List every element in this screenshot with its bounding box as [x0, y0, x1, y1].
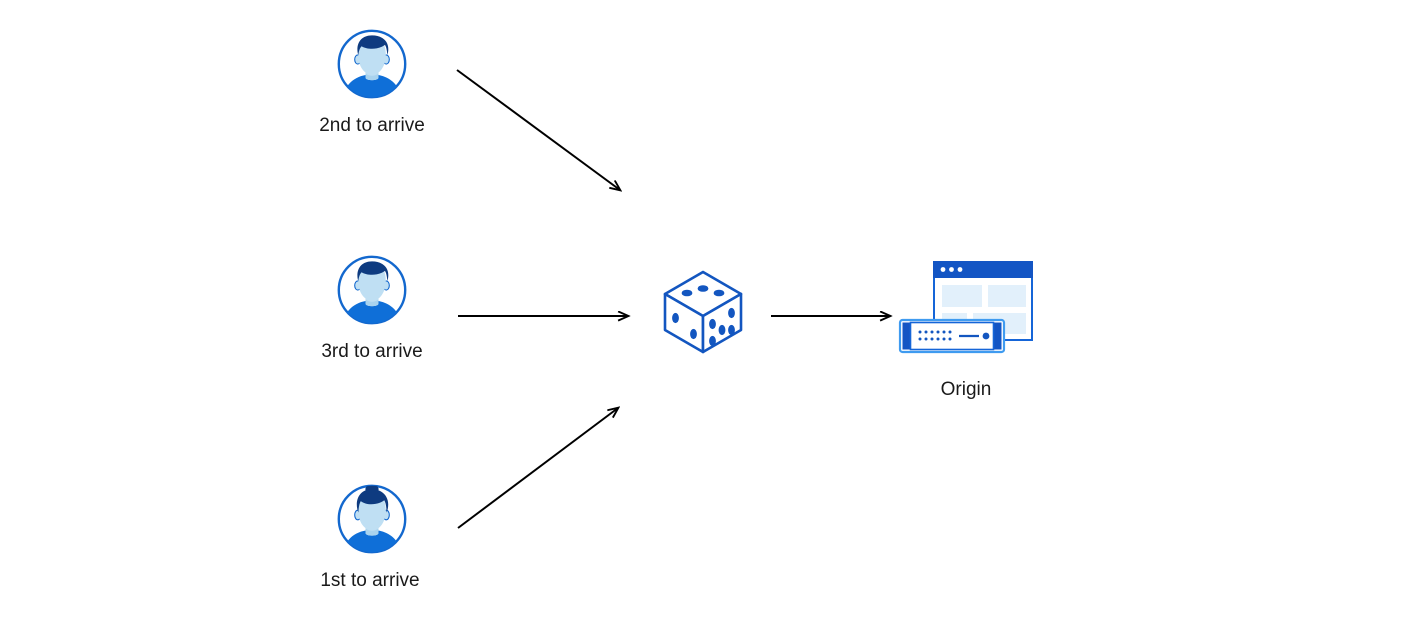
origin-node[interactable]	[896, 258, 1036, 360]
arrow-client1-to-balancer	[457, 408, 618, 529]
user-avatar-icon	[337, 29, 407, 99]
server-appliance-icon	[898, 318, 1006, 354]
dice-cube-icon	[663, 270, 743, 354]
origin-label: Origin	[940, 379, 992, 400]
client-node-2nd[interactable]	[336, 28, 408, 100]
client-label-3rd: 3rd to arrive	[321, 341, 423, 362]
arrow-client2-to-balancer	[456, 69, 620, 190]
client-label-2nd: 2nd to arrive	[319, 115, 425, 136]
user-avatar-icon	[337, 255, 407, 325]
load-balancer-node[interactable]	[657, 266, 749, 358]
client-node-1st[interactable]	[336, 483, 408, 555]
client-label-1st: 1st to arrive	[320, 570, 420, 591]
client-node-3rd[interactable]	[336, 254, 408, 326]
user-avatar-icon	[337, 484, 407, 554]
origin-server-icon	[898, 261, 1033, 354]
